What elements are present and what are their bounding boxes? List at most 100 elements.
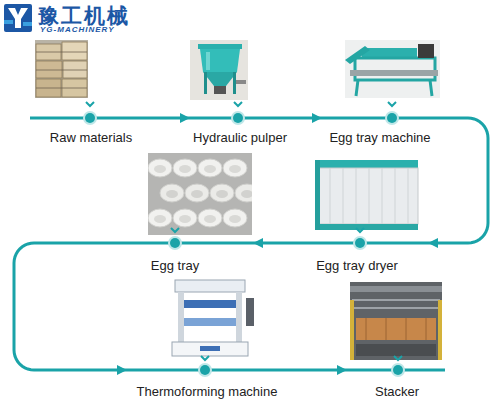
egg-tray-illustration (154, 215, 166, 223)
egg-tray-machine-illustration (430, 80, 432, 96)
egg-tray-machine-illustration (345, 40, 440, 98)
flow-dot (198, 363, 212, 377)
stacker-illustration (352, 299, 440, 301)
egg-tray-illustration (204, 215, 216, 223)
flow-dot (170, 238, 180, 248)
stacker-illustration (350, 282, 442, 360)
flow-dot (385, 111, 399, 125)
egg-tray-machine-illustration (345, 46, 370, 64)
hydraulic-pulper-illustration (190, 40, 248, 100)
egg-tray-illustration (148, 209, 172, 227)
egg-tray-illustration (241, 190, 252, 198)
flow-dot (233, 113, 243, 123)
egg-tray-illustration (229, 165, 241, 173)
egg-tray-dryer-illustration (369, 168, 370, 224)
hydraulic-pulper-illustration (206, 52, 210, 70)
stacker-illustration (356, 344, 436, 356)
hydraulic-pulper-illustration (190, 40, 248, 100)
egg-tray-illustration (185, 184, 209, 202)
egg-tray-dryer-illustration (315, 160, 418, 230)
egg-tray-dryer-illustration (315, 160, 320, 230)
stacker-illustration (352, 307, 440, 309)
egg-tray-illustration (179, 165, 191, 173)
egg-tray-machine-illustration (355, 58, 435, 80)
raw-materials-illustration (62, 42, 87, 60)
flow-dot (83, 111, 97, 125)
process-step: Hydraulic pulper (188, 38, 292, 150)
logo-icon (4, 4, 32, 32)
thermoforming-machine-illustration (200, 346, 220, 351)
step-label: Hydraulic pulper (193, 130, 287, 146)
thermoforming-machine-illustration (172, 342, 248, 356)
process-step: Egg tray machine (320, 38, 445, 150)
egg-tray-illustration (210, 184, 234, 202)
thermoforming-machine-illustration (184, 318, 236, 326)
step-label: Stacker (375, 384, 419, 400)
process-step: Raw materials (30, 38, 145, 150)
egg-tray-illustration (191, 190, 203, 198)
flow-dot (83, 111, 405, 377)
flow-dot (393, 365, 403, 375)
flow-dot (355, 238, 365, 248)
flow-arrow (14, 243, 145, 370)
egg-tray-illustration (198, 159, 222, 177)
thermoforming-machine-illustration (236, 292, 242, 342)
flow-line-segment (320, 117, 445, 120)
process-step: Thermoforming machine (125, 276, 290, 398)
process-step: Stacker (345, 276, 445, 398)
flow-dot (353, 236, 367, 250)
egg-tray-machine-illustration (345, 40, 440, 98)
egg-tray-machine-illustration (350, 70, 438, 76)
egg-tray-dryer-illustration (318, 160, 418, 168)
thermoforming-machine-illustration (172, 280, 254, 356)
flow-dot (200, 365, 210, 375)
stacker-illustration (350, 300, 354, 360)
logo-icon (23, 22, 32, 26)
step-label: Egg tray machine (329, 130, 430, 146)
flow-arrow (290, 369, 345, 372)
raw-materials-illustration (36, 61, 62, 78)
egg-tray-dryer-illustration (395, 168, 396, 224)
process-step: Egg tray (145, 148, 255, 275)
raw-materials-illustration (36, 88, 87, 89)
thermoforming-machine-illustration (246, 298, 254, 326)
hydraulic-pulper-illustration (204, 72, 207, 94)
stacker-illustration (386, 318, 387, 340)
egg-tray-illustration (216, 190, 228, 198)
stacker-illustration (350, 282, 442, 360)
step-label: Egg tray dryer (316, 258, 398, 274)
flow-chevron (171, 228, 179, 232)
egg-tray-machine-illustration (356, 80, 358, 96)
egg-tray-illustration (148, 153, 259, 235)
raw-materials-illustration (35, 40, 88, 98)
egg-tray-illustration (223, 159, 247, 177)
flow-dot (85, 113, 95, 123)
flow-chevron (86, 102, 94, 106)
flow-chevron (356, 228, 364, 232)
flow-chevron (388, 102, 396, 106)
flow-chevron (201, 356, 209, 360)
thermoforming-machine-illustration (178, 292, 184, 342)
flow-arrow (430, 118, 488, 243)
egg-tray-dryer-illustration (382, 168, 383, 224)
raw-materials-illustration (63, 61, 87, 78)
flow-line-segment (145, 242, 255, 245)
step-label: Raw materials (50, 130, 132, 146)
egg-tray-dryer-illustration (408, 168, 409, 224)
stacker-illustration (350, 286, 442, 292)
flow-arrow (292, 117, 320, 120)
hydraulic-pulper-illustration (233, 72, 236, 94)
flow-dot (231, 111, 245, 125)
raw-materials-illustration (35, 40, 88, 98)
egg-tray-illustration (160, 184, 184, 202)
logo-text: YG-MACHINERY (40, 25, 115, 34)
flow-chevron (234, 102, 242, 106)
egg-tray-dryer-illustration (330, 168, 331, 224)
raw-materials-illustration (36, 52, 87, 53)
thermoforming-machine-illustration (184, 300, 236, 308)
stacker-illustration (426, 318, 427, 340)
logo-icon (4, 4, 32, 32)
stacker-illustration (406, 318, 407, 340)
step-label: Thermoforming machine (137, 384, 278, 400)
